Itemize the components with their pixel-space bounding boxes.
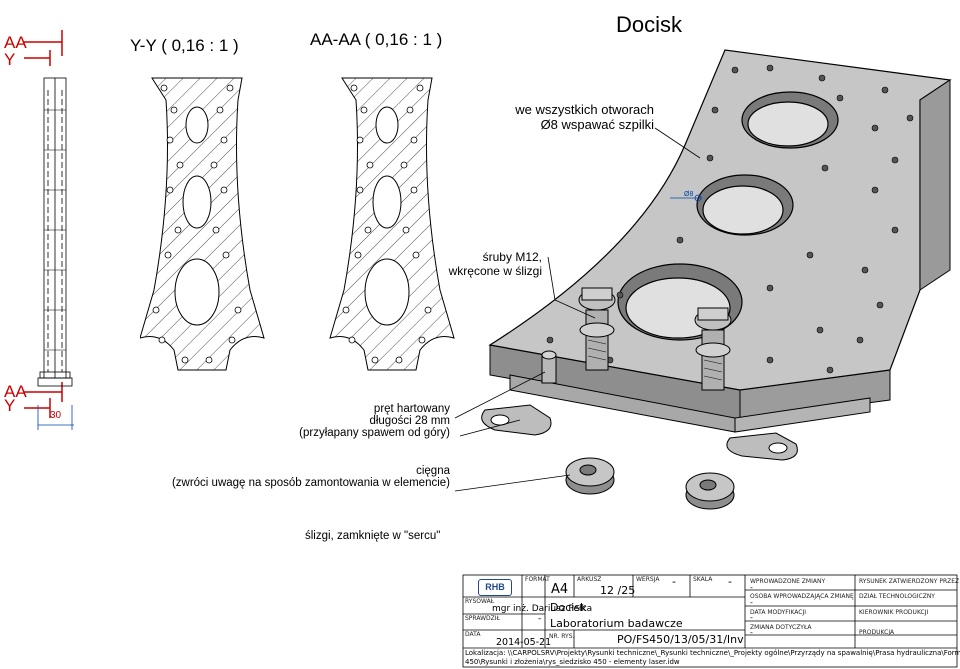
note-rod-line2: długości 28 mm <box>369 415 450 427</box>
note-links-line2: (zwróci uwagę na sposób zamontowania w e… <box>171 477 450 489</box>
note-bolts-line2: wkręcone w ślizgi <box>448 264 542 278</box>
sheet-label: ARKUSZ <box>577 576 602 583</box>
scale-value: - <box>728 575 732 588</box>
format-label: FORMAT <box>525 576 550 583</box>
person-value: - <box>750 598 753 607</box>
mod-date-label: DATA MODYFIKACJI <box>750 609 806 616</box>
note-links-line1: cięgna <box>416 465 450 477</box>
format-value: A4 <box>551 582 569 597</box>
side-view <box>24 30 74 430</box>
section-views <box>140 77 455 371</box>
section-marker-aa-top: AA <box>4 33 27 52</box>
approved-label: RYSUNEK ZATWIERDZONY PRZEZ <box>859 578 960 585</box>
note-bolts-line1: śruby M12, <box>482 250 542 264</box>
drawing-number: PO/FS450/13/05/31/Inv <box>617 633 744 646</box>
note-links: cięgna (zwróci uwagę na sposób zamontowa… <box>140 465 450 489</box>
drawn-value: mgr inż. Dariusz Pełka <box>492 604 593 614</box>
note-rod-line3: (przyłapany spawem od góry) <box>299 427 450 439</box>
note-skids: ślizgi, zamknięte w "sercu" <box>305 530 441 542</box>
drawing-number-label: NR. RYS. <box>549 633 575 640</box>
note-rod: pręt hartowany długości 28 mm (przyłapan… <box>270 403 450 439</box>
checked-label: SPRAWDZIŁ <box>465 615 500 622</box>
file-location: Lokalizacja: \\CARPOLSRV\Projekty\Rysunk… <box>465 649 960 667</box>
date-value: 2014-05-21 <box>496 637 552 648</box>
lab-name: Laboratorium badawcze <box>550 617 683 630</box>
version-label: WERSJA <box>636 576 660 583</box>
production-label: PRODUKCJA <box>859 629 895 636</box>
view-title-aa: AA-AA ( 0,16 : 1 ) <box>310 30 443 49</box>
prod-manager-label: KIEROWNIK PRODUKCJI <box>859 609 929 616</box>
note-studs-line2: Ø8 wspawać szpilki <box>540 117 654 132</box>
file-location-line1: Lokalizacja: \\CARPOLSRV\Projekty\Rysunk… <box>465 649 960 657</box>
section-marker-y-bottom: Y <box>4 396 16 415</box>
isometric-part <box>481 49 952 510</box>
changes-label: WPROWADZONE ZMIANY <box>750 578 826 585</box>
tech-dept-label: DZIAŁ TECHNOLOGICZNY <box>859 593 935 600</box>
note-bolts: śruby M12, wkręcone w ślizgi <box>442 250 542 278</box>
company-logo: RHB <box>478 579 512 596</box>
change-relates-label: ZMIANA DOTYCZYŁA <box>750 624 812 631</box>
view-title-y: Y-Y ( 0,16 : 1 ) <box>130 36 239 55</box>
checked-value: - <box>538 614 542 624</box>
dimension-phi8: Ø8 <box>684 191 694 198</box>
section-marker-aa-bottom: AA <box>4 382 27 401</box>
date-label: DATA <box>465 631 481 638</box>
mod-date-value: - <box>750 613 753 622</box>
drawn-label: RYSOWAŁ <box>465 598 495 605</box>
dimension-30: 30 <box>50 410 62 421</box>
changes-value: - <box>750 583 753 592</box>
scale-label: SKALA <box>693 576 713 583</box>
note-studs: we wszystkich otworach Ø8 wspawać szpilk… <box>494 102 654 132</box>
change-relates-value: - <box>750 628 753 637</box>
version-value: - <box>672 575 676 588</box>
sheet-value: 12 /25 <box>600 584 636 597</box>
note-rod-line1: pręt hartowany <box>373 403 450 415</box>
note-studs-line1: we wszystkich otworach <box>515 102 654 117</box>
drawing-title: Docisk <box>616 12 683 37</box>
person-label: OSOBA WPROWADZAJĄCA ZMIANĘ <box>750 593 854 600</box>
file-location-line2: 450\Rysunki i złożenia\rys_siedzisko 450… <box>465 658 680 666</box>
part-name: Docisk <box>550 601 587 614</box>
section-marker-y-top: Y <box>4 50 16 69</box>
